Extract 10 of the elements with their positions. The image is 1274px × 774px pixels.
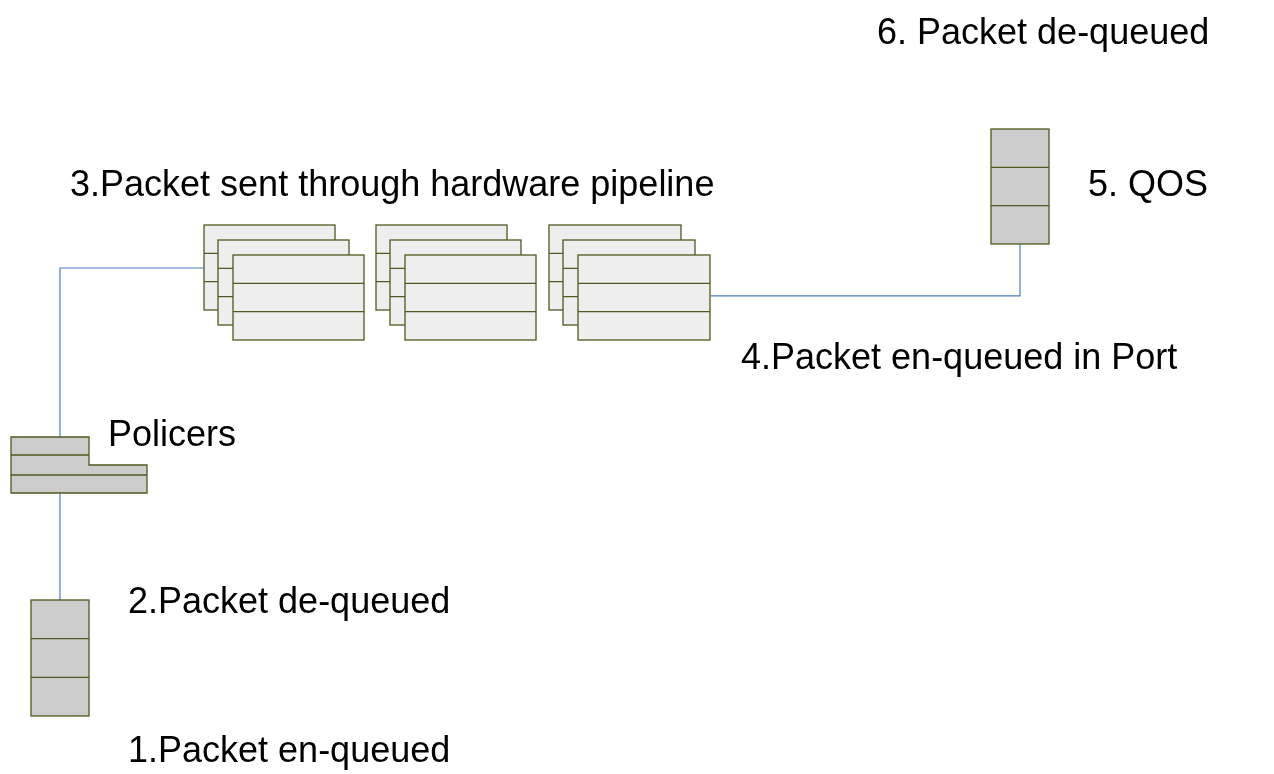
step-caption: 3.Packet sent through hardware pipeline [70, 164, 715, 204]
step-caption: 5. QOS [1088, 164, 1209, 204]
step-caption: 4.Packet en-queued in Port [741, 337, 1178, 377]
step-caption: 6. Packet de-queued [877, 12, 1210, 52]
step-caption: Policers [108, 414, 237, 454]
step-caption: 1.Packet en-queued [128, 730, 451, 770]
connector-line [59, 492, 61, 601]
connector-line [710, 243, 1021, 297]
connector-line [59, 267, 205, 438]
step-caption: 2.Packet de-queued [128, 581, 451, 621]
